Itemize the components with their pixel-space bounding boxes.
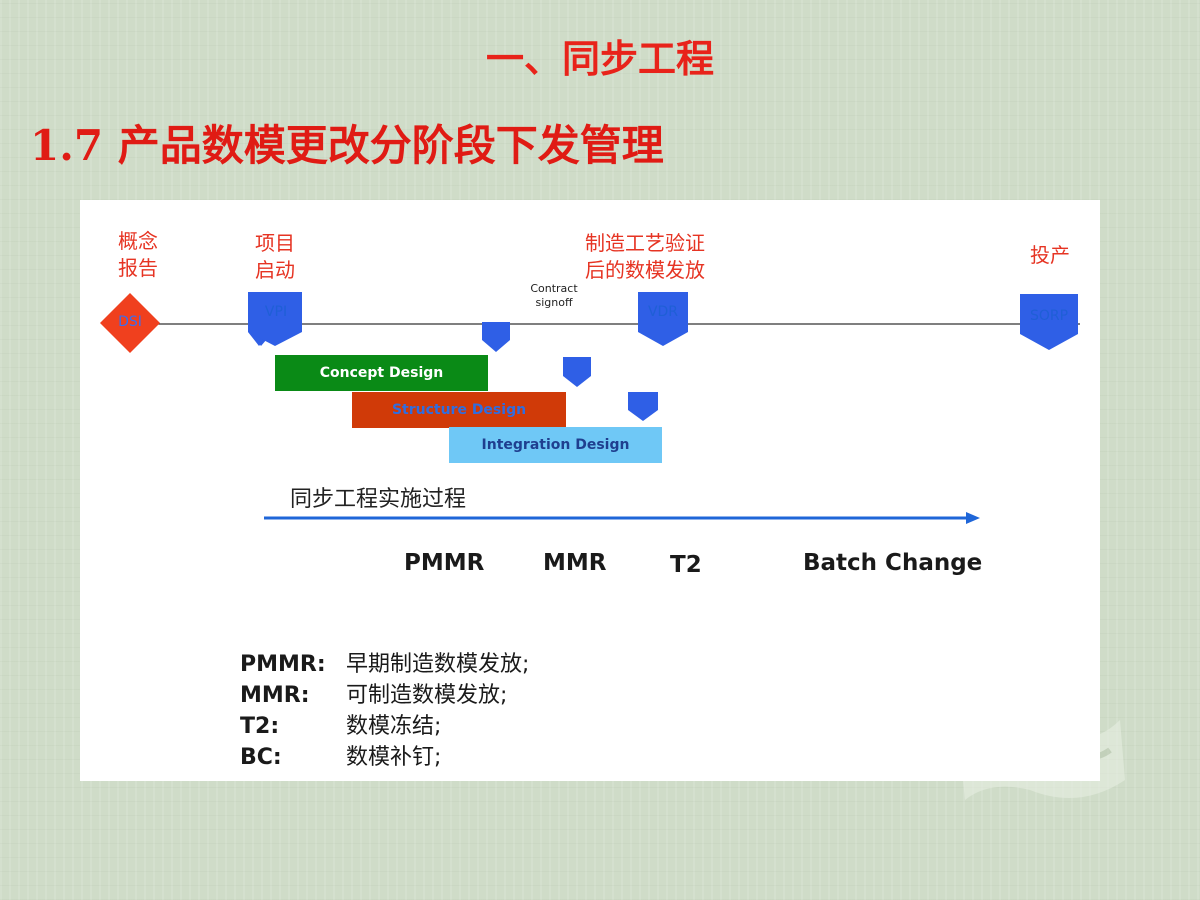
integration-design-marker bbox=[628, 392, 658, 421]
milestone-label-vpi: 项目 启动 bbox=[255, 231, 295, 282]
legend-row-pmmr: PMMR: 早期制造数模发放; bbox=[240, 649, 529, 680]
stage-batch-change: Batch Change bbox=[803, 550, 983, 576]
legend-row-mmr: MMR: 可制造数模发放; bbox=[240, 680, 529, 711]
legend-desc: 早期制造数模发放; bbox=[346, 652, 530, 677]
diagram-panel: 概念 报告 项目 启动 制造工艺验证 后的数模发放 投产 DSI VPI VDR… bbox=[80, 200, 1100, 781]
dsi-marker-text: DSI bbox=[118, 314, 142, 330]
phase-bar-structure-design: Structure Design bbox=[352, 392, 566, 428]
milestone-label-vdr: 制造工艺验证 后的数模发放 bbox=[585, 231, 705, 282]
contract-signoff-marker bbox=[482, 322, 510, 352]
structure-design-marker bbox=[563, 357, 591, 387]
stage-mmr: MMR bbox=[543, 550, 607, 576]
legend-row-bc: BC: 数模补钉; bbox=[240, 742, 529, 773]
process-arrow-head bbox=[966, 512, 980, 524]
vdr-marker-text: VDR bbox=[647, 304, 679, 320]
sorp-marker bbox=[1020, 294, 1078, 350]
section-title: 一、同步工程 bbox=[485, 37, 714, 81]
process-label: 同步工程实施过程 bbox=[290, 487, 467, 512]
vpi-marker-layer bbox=[248, 292, 302, 346]
legend-desc: 数模补钉; bbox=[346, 745, 442, 770]
vpi-marker-main bbox=[248, 292, 302, 346]
sorp-marker-text: SORP bbox=[1029, 308, 1069, 324]
legend-key: MMR: bbox=[240, 683, 310, 708]
vdr-marker bbox=[638, 292, 688, 346]
stage-t2: T2 bbox=[670, 552, 702, 578]
page-title: 1.7 产品数模更改分阶段下发管理 bbox=[30, 121, 664, 170]
phase-bar-integration-design: Integration Design bbox=[449, 427, 662, 463]
legend-desc: 可制造数模发放; bbox=[346, 683, 508, 708]
legend: PMMR: 早期制造数模发放; MMR: 可制造数模发放; T2: 数模冻结; BC:… bbox=[240, 649, 529, 773]
phase-bar-concept-design: Concept Design bbox=[275, 355, 488, 391]
milestone-label-sorp: 投产 bbox=[1030, 243, 1070, 267]
milestone-label-dsi: 概念 报告 bbox=[118, 229, 158, 280]
legend-desc: 数模冻结; bbox=[346, 714, 442, 739]
legend-key: PMMR: bbox=[240, 652, 326, 677]
stage-pmmr: PMMR bbox=[404, 550, 485, 576]
legend-key: T2: bbox=[240, 714, 280, 739]
legend-key: BC: bbox=[240, 745, 282, 770]
contract-signoff-label: Contract signoff bbox=[530, 282, 578, 309]
legend-row-t2: T2: 数模冻结; bbox=[240, 711, 529, 742]
dsi-diamond-marker bbox=[100, 293, 160, 353]
vpi-marker-text: VPI bbox=[264, 304, 288, 320]
